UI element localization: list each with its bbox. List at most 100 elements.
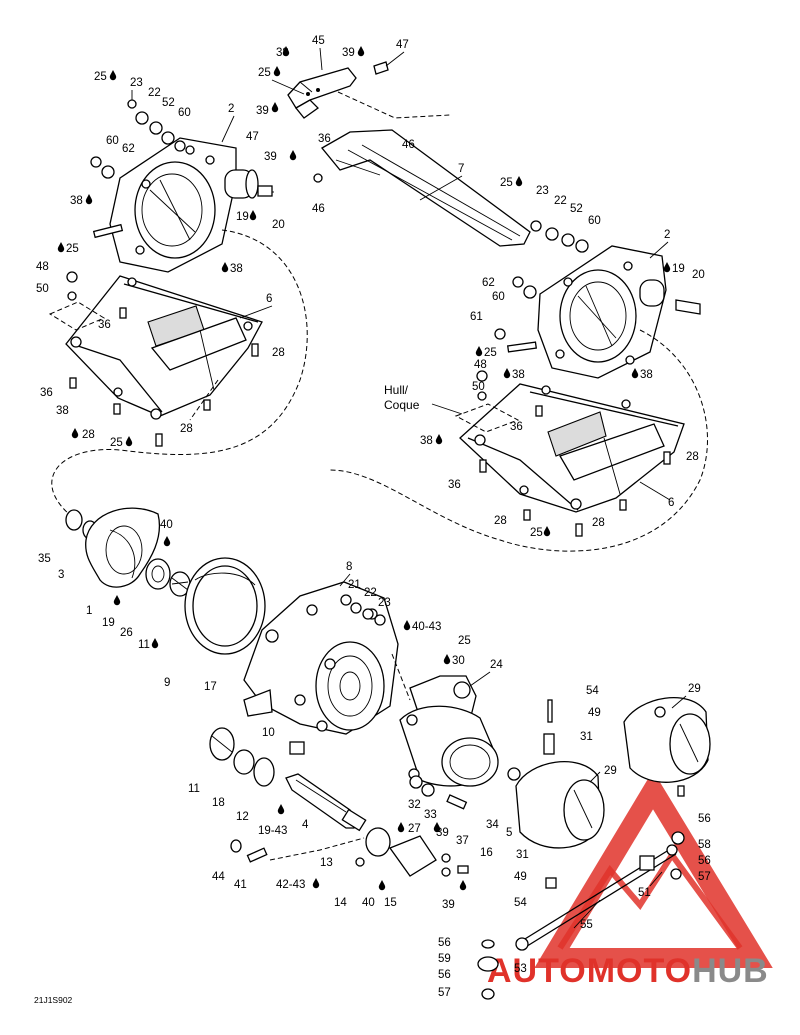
part-label: 49 (588, 707, 601, 719)
part-label: 6 (668, 497, 674, 509)
hull-label-fr: Coque (384, 398, 420, 412)
part-label: 55 (580, 919, 593, 931)
part-label: 56 (698, 813, 711, 825)
part-label: 31 (580, 731, 593, 743)
part-label: 44 (212, 871, 225, 883)
part-label: 19 (102, 617, 115, 629)
part-label: 32 (408, 799, 421, 811)
part-label: 14 (334, 897, 347, 909)
drive-shaft (209, 653, 437, 877)
part-label: 23 (378, 597, 391, 609)
watermark-logo: AUTOMOTOHUB (487, 770, 773, 990)
part-label: 26 (120, 627, 133, 639)
left-washers (90, 99, 274, 239)
part-label: 25 (94, 71, 107, 83)
part-label: 38 (56, 405, 69, 417)
part-label: 19-43 (258, 825, 287, 837)
part-label: 18 (212, 797, 225, 809)
part-label: 60 (588, 215, 601, 227)
part-label: 57 (438, 987, 451, 999)
part-label: 41 (234, 879, 247, 891)
part-label: 25 (530, 527, 543, 539)
part-label: 46 (312, 203, 325, 215)
part-label: 28 (82, 429, 95, 441)
part-label: 54 (586, 685, 599, 697)
part-label: 38 (640, 369, 653, 381)
part-label: 61 (470, 311, 483, 323)
part-label: 37 (456, 835, 469, 847)
part-label: 39 (256, 105, 269, 117)
part-label: 36 (98, 319, 111, 331)
part-label: 21 (348, 579, 361, 591)
part-label: 39 (442, 899, 455, 911)
part-label: 25 (458, 635, 471, 647)
part-label: 38 (420, 435, 433, 447)
part-label: 52 (570, 203, 583, 215)
part-label: 6 (266, 293, 272, 305)
part-label: 60 (492, 291, 505, 303)
part-label: 25 (484, 347, 497, 359)
part-label: 36 (318, 133, 331, 145)
hull-label: Hull/ (384, 383, 409, 397)
part-label: 7 (458, 163, 464, 175)
left-housing (109, 137, 259, 273)
part-label: 19 (236, 211, 249, 223)
part-label: 9 (164, 677, 170, 689)
part-label: 42-43 (276, 879, 305, 891)
figure-code: 21J1S902 (34, 995, 73, 1005)
part-label: 40 (362, 897, 375, 909)
part-label: 36 (448, 479, 461, 491)
part-label: 35 (38, 553, 51, 565)
part-label: 56 (438, 969, 451, 981)
part-label: 39 (342, 47, 355, 59)
part-label: 25 (110, 437, 123, 449)
left-plate (48, 271, 263, 447)
part-label: 50 (36, 283, 49, 295)
part-label: 40 (160, 519, 173, 531)
part-label: 62 (122, 143, 135, 155)
part-label: 39 (264, 151, 277, 163)
pump-housing (243, 581, 399, 755)
part-label: 38 (512, 369, 525, 381)
part-label: 33 (424, 809, 437, 821)
part-label: 54 (514, 897, 527, 909)
part-label: 24 (490, 659, 503, 671)
part-label: 47 (246, 131, 259, 143)
part-label: 13 (320, 857, 333, 869)
part-label: 17 (204, 681, 217, 693)
part-label: 58 (698, 839, 711, 851)
part-label: 38 (230, 263, 243, 275)
part-label: 20 (692, 269, 705, 281)
part-label: 36 (40, 387, 53, 399)
top-bracket (287, 61, 389, 119)
steering-cable (477, 831, 685, 1000)
part-label: 2 (664, 229, 670, 241)
part-label: 53 (514, 963, 527, 975)
routing-dashed-lines (51, 229, 708, 552)
part-label: 48 (36, 261, 49, 273)
part-label: 49 (514, 871, 527, 883)
part-label: 15 (384, 897, 397, 909)
steering-nozzle-lower (507, 699, 605, 849)
part-label: 45 (312, 35, 325, 47)
part-label: 28 (494, 515, 507, 527)
part-label: 25 (500, 177, 513, 189)
part-label: 16 (480, 847, 493, 859)
watermark-text: AUTOMOTOHUB (487, 952, 769, 990)
impeller-area (65, 507, 191, 597)
wear-ring (184, 557, 266, 655)
right-housing (494, 220, 701, 379)
part-label: 3 (58, 569, 64, 581)
part-label: 19 (672, 263, 685, 275)
part-label: 22 (554, 195, 567, 207)
hose-7 (313, 91, 531, 247)
part-label: 22 (148, 87, 161, 99)
part-label: 31 (516, 849, 529, 861)
steering-nozzle-upper (623, 697, 711, 797)
part-label: 62 (482, 277, 495, 289)
part-label: 47 (396, 39, 409, 51)
part-label: 11 (188, 783, 200, 795)
part-label: 29 (604, 765, 617, 777)
part-label: 60 (106, 135, 119, 147)
